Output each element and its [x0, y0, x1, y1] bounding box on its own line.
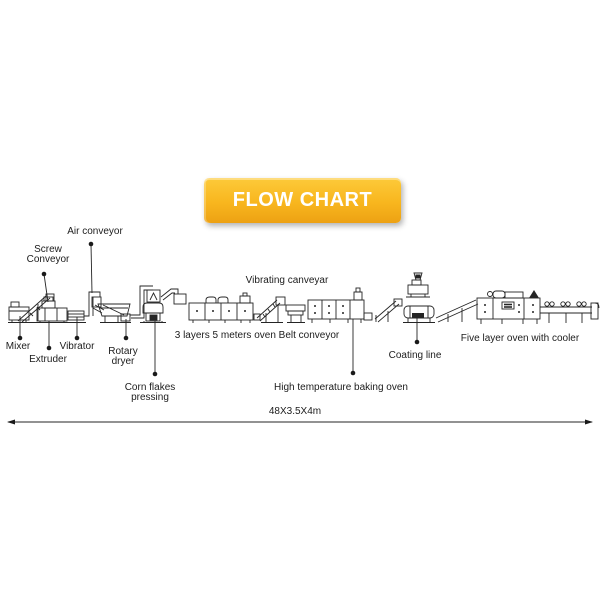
leader-dots: [17, 241, 420, 377]
flow-chart-banner: FLOW CHART: [204, 178, 401, 223]
belt-conveyor-drawing: [253, 296, 286, 323]
banner-title: FLOW CHART: [232, 189, 373, 211]
coating-to-oven-conveyor: [435, 299, 479, 323]
press-to-oven-pipe: [160, 288, 187, 305]
label-oven-belt-conveyor: 3 layers 5 meters oven Belt conveyor: [174, 330, 340, 341]
oven-to-coating-conveyor: [374, 298, 403, 323]
flavor-sprayer-drawing: [406, 272, 430, 298]
label-rotary-dryer: Rotary dryer: [108, 346, 138, 367]
dimension-line: [7, 419, 593, 425]
corn-flakes-press-drawing: [140, 289, 166, 323]
cooler-conveyor-drawing: [540, 301, 600, 323]
label-five-layer-oven: Five layer oven with cooler: [460, 333, 580, 344]
label-vibrator: Vibrator: [59, 341, 95, 352]
three-layer-oven-drawing: [188, 292, 254, 323]
five-layer-oven-drawing: [476, 290, 541, 324]
label-corn-flakes-pressing: Corn flakes pressing: [124, 382, 176, 403]
label-mixer: Mixer: [5, 341, 31, 352]
label-vibrating-conveyor: Vibrating canveyar: [245, 275, 329, 286]
label-coating-line: Coating line: [388, 350, 442, 361]
vibrating-conveyor-drawing: [285, 304, 306, 323]
leader-lines: [19, 243, 418, 373]
dimension-text: 48X3.5X4m: [268, 406, 322, 417]
label-screw-conveyor: Screw Conveyor: [26, 244, 70, 265]
label-high-temperature-oven: High temperature baking oven: [274, 382, 408, 393]
coating-line-drawing: [403, 305, 435, 323]
label-extruder: Extruder: [29, 354, 67, 365]
vibrator-drawing: [67, 310, 85, 321]
high-temp-oven-drawing: [307, 287, 373, 323]
extruder-drawing: [36, 296, 68, 323]
label-air-conveyor: Air conveyor: [67, 226, 123, 237]
